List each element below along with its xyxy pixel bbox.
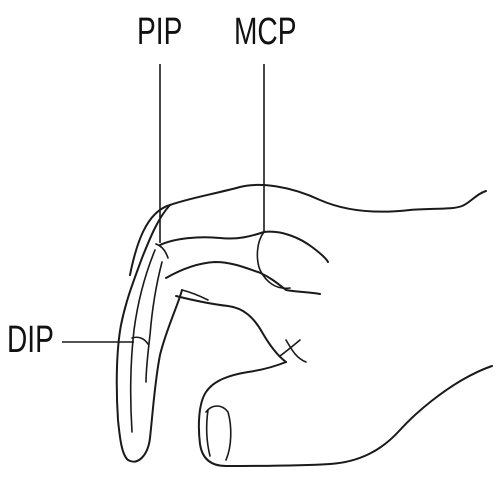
hand-dorsal-outline [130, 185, 486, 275]
pip-label: PIP [137, 13, 182, 51]
little-finger-outline [176, 296, 286, 362]
dip-joint-mark [132, 337, 148, 344]
dip-label: DIP [7, 321, 54, 359]
index-finger-inner-line-2 [146, 262, 162, 382]
thumb-outline [199, 362, 492, 466]
mcp-label: MCP [234, 13, 296, 51]
middle-finger-outline [160, 232, 328, 262]
thumbnail-base [207, 410, 210, 456]
pip-joint-mark [156, 244, 168, 258]
palm-crease-2 [280, 340, 300, 356]
ring-finger-outline [166, 262, 320, 294]
